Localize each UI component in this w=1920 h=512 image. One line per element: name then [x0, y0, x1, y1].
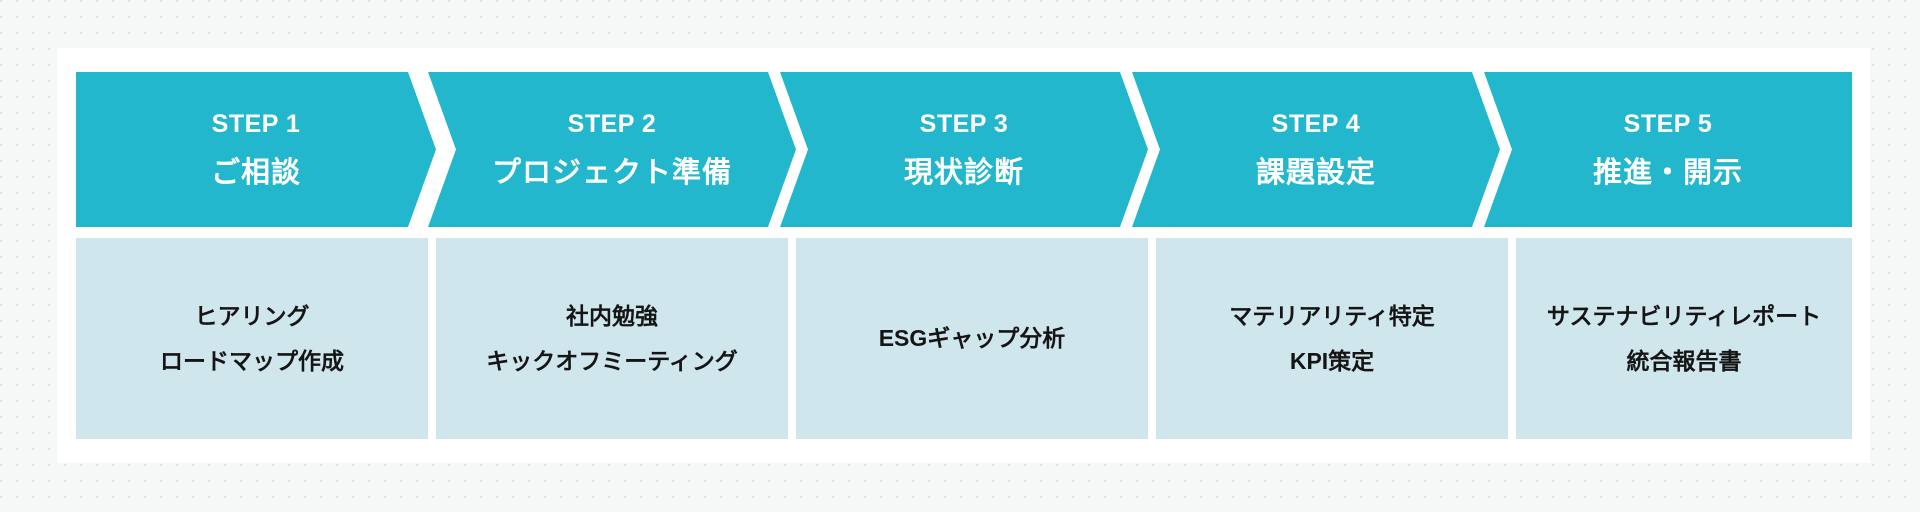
- step-number-3: STEP 3: [919, 109, 1009, 138]
- step-title-4: 課題設定: [1255, 156, 1376, 189]
- step-number-4: STEP 4: [1271, 109, 1361, 138]
- step-description-2-line-2: キックオフミーティング: [486, 347, 738, 374]
- step-title-3: 現状診断: [903, 156, 1024, 189]
- step-description-5: サステナビリティレポート 統合報告書: [1516, 238, 1852, 439]
- step-header-row: STEP 1 ご相談 STEP 2 プロジェクト準備 STEP 3 現状診断 S…: [76, 72, 1852, 227]
- step-description-row: ヒアリング ロードマップ作成 社内勉強 キックオフミーティング ESGギャップ分…: [76, 238, 1852, 439]
- step-number-2: STEP 2: [567, 109, 657, 138]
- step-title-2: プロジェクト準備: [491, 156, 732, 189]
- step-description-5-line-1: サステナビリティレポート: [1546, 302, 1822, 329]
- step-title-1: ご相談: [210, 156, 301, 189]
- step-description-4-line-1: マテリアリティ特定: [1229, 302, 1435, 329]
- step-description-4: マテリアリティ特定 KPI策定: [1156, 238, 1508, 439]
- step-description-1-line-2: ロードマップ作成: [160, 347, 344, 374]
- step-header-3[interactable]: STEP 3 現状診断: [780, 72, 1148, 227]
- step-header-1[interactable]: STEP 1 ご相談: [76, 72, 436, 227]
- step-number-5: STEP 5: [1623, 109, 1713, 138]
- step-description-1: ヒアリング ロードマップ作成: [76, 238, 428, 439]
- step-header-2[interactable]: STEP 2 プロジェクト準備: [428, 72, 796, 227]
- step-header-5[interactable]: STEP 5 推進・開示: [1484, 72, 1852, 227]
- process-flow-diagram: STEP 1 ご相談 STEP 2 プロジェクト準備 STEP 3 現状診断 S…: [76, 72, 1852, 439]
- step-description-4-line-2: KPI策定: [1289, 347, 1375, 374]
- step-description-5-line-2: 統合報告書: [1626, 347, 1742, 374]
- flow-card: STEP 1 ご相談 STEP 2 プロジェクト準備 STEP 3 現状診断 S…: [57, 48, 1870, 463]
- step-title-5: 推進・開示: [1592, 156, 1743, 189]
- step-number-1: STEP 1: [211, 109, 301, 138]
- step-description-3-line-1: ESGギャップ分析: [878, 325, 1066, 351]
- step-header-4[interactable]: STEP 4 課題設定: [1132, 72, 1500, 227]
- step-description-3: ESGギャップ分析: [796, 238, 1148, 439]
- step-description-2: 社内勉強 キックオフミーティング: [436, 238, 788, 439]
- step-description-1-line-1: ヒアリング: [194, 302, 310, 329]
- step-description-2-line-1: 社内勉強: [566, 302, 658, 329]
